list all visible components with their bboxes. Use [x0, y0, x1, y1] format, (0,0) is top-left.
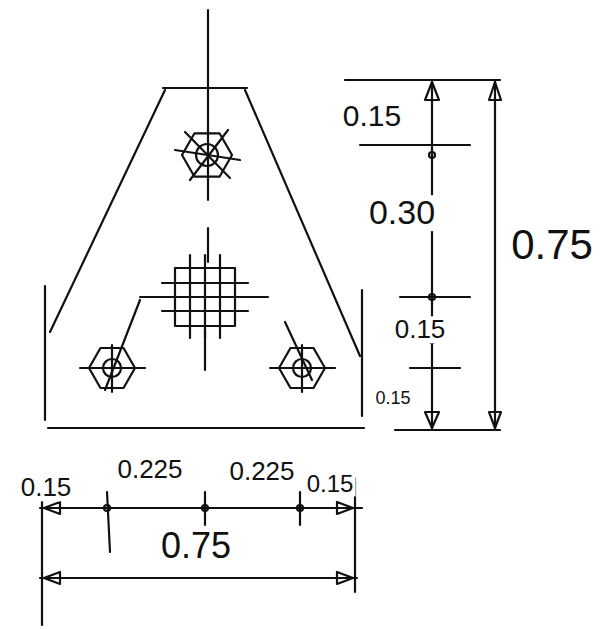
- dimension-value: 0.15: [341, 100, 403, 132]
- dimension-value: 0.15: [373, 389, 412, 408]
- dimension-value: 0.75: [159, 527, 233, 565]
- dimension-value: 0.15: [393, 316, 448, 343]
- dimension-value: 0.15: [19, 474, 74, 501]
- dimension-value: 0.225: [227, 458, 296, 485]
- dimension-value: 0.15: [305, 471, 356, 496]
- dimension-value: 0.75: [509, 223, 595, 267]
- dimension-value: 0.30: [367, 195, 437, 231]
- dimension-value: 0.225: [115, 456, 184, 483]
